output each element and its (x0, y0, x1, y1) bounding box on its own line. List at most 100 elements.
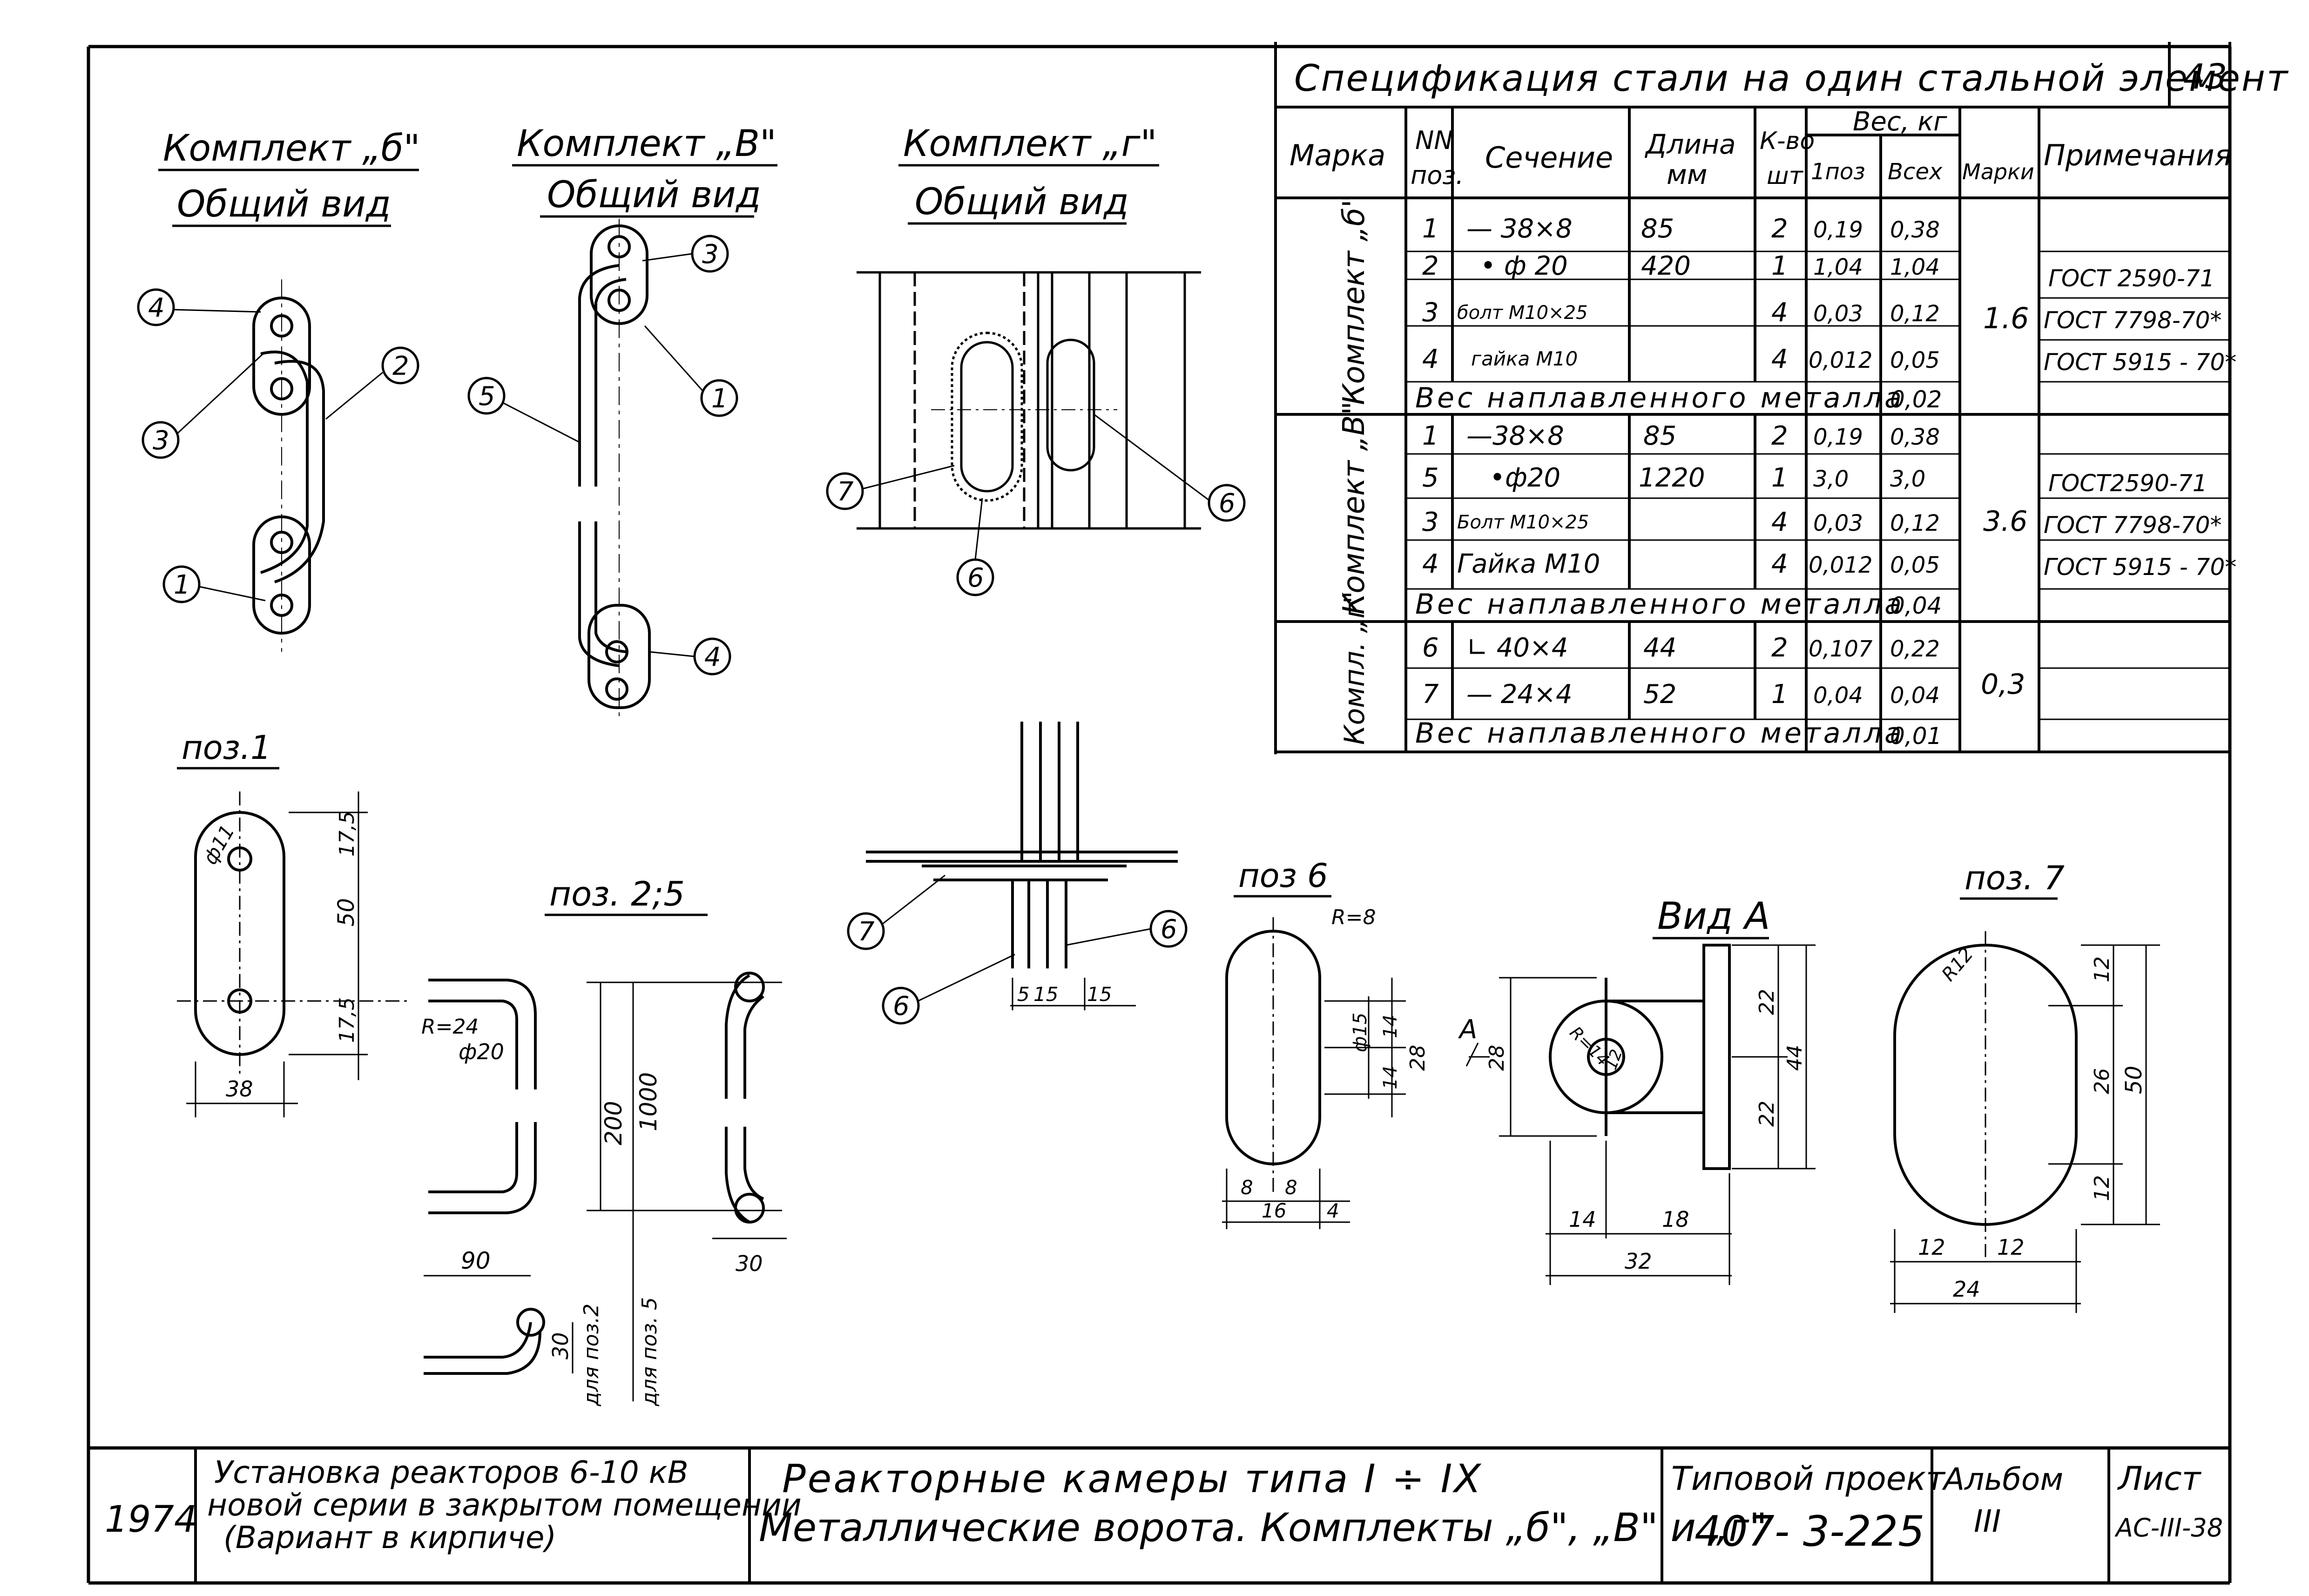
poz6-radius: R=8 (1331, 906, 1376, 929)
cell-length: 420 (1641, 251, 1691, 281)
poz6-w8a: 8 (1241, 1176, 1253, 1199)
cell-section: гайка М10 (1471, 347, 1578, 370)
poz6-h28: 28 (1406, 1045, 1430, 1071)
cell-note: ГОСТ2590-71 (2048, 470, 2208, 497)
cell-wall: 0,12 (1890, 301, 1940, 327)
cell-poz: 1 (1422, 214, 1439, 244)
poz25-drawing (424, 972, 787, 1401)
section-dim-15a: 15 (1033, 983, 1058, 1006)
cell-wall: 0,05 (1890, 347, 1940, 373)
vid-a-w32: 32 (1625, 1249, 1652, 1274)
cell-note: ГОСТ 7798-70* (2044, 512, 2221, 539)
weld-value-v: 0,04 (1890, 592, 1942, 619)
cell-qty: 4 (1771, 507, 1788, 537)
vid-a-h22a: 22 (1755, 989, 1779, 1015)
callout-1-v: 1 (711, 384, 728, 414)
komplekt-b-callouts: 4 2 3 1 (137, 288, 419, 603)
cell-section: — 38×8 (1466, 214, 1573, 244)
poz6-drawing (1222, 917, 1406, 1229)
weld-value-g: 0,01 (1890, 723, 1942, 750)
komplekt-v-subtitle: Общий вид (547, 174, 761, 216)
project-line-1: Установка реакторов 6-10 кВ (214, 1454, 689, 1490)
hdr-sht: шт (1767, 162, 1804, 190)
poz6-w16: 16 (1262, 1199, 1286, 1222)
callout-6: 6 (1219, 488, 1236, 519)
cell-note: ГОСТ 5915 - 70* (2044, 349, 2236, 376)
weld-value-b: 0,02 (1890, 386, 1942, 413)
poz7-title: поз. 7 (1965, 859, 2065, 897)
poz6-w8b: 8 (1285, 1176, 1297, 1199)
poz7-h12a: 12 (2090, 956, 2114, 982)
komplekt-b-title: Комплект „б" (163, 128, 420, 169)
poz1-dim-top: 17,5 (335, 811, 359, 857)
poz7-w12a: 12 (1918, 1235, 1945, 1260)
poz1-dim-bot: 17,5 (335, 997, 359, 1043)
hdr-poz: поз. (1411, 161, 1464, 190)
cell-poz: 3 (1422, 298, 1439, 328)
cell-w1: 1,04 (1813, 254, 1863, 280)
cell-wall: 0,05 (1890, 552, 1940, 578)
komplekt-g-callouts: 7 6 6 (826, 413, 1246, 596)
hdr-ves-1poz: 1поз (1811, 159, 1865, 185)
komplekt-b-drawing (252, 279, 325, 652)
poz6-title: поз 6 (1238, 857, 1328, 895)
vid-a-h22b: 22 (1755, 1101, 1779, 1127)
komplekt-g-subtitle: Общий вид (915, 181, 1129, 223)
cell-wall: 0,22 (1890, 636, 1940, 662)
group-mass-b: 1.6 (1983, 301, 2029, 335)
cell-qty: 2 (1771, 214, 1788, 244)
cell-section: ∟ 40×4 (1466, 633, 1568, 663)
page-number: 43 (2183, 57, 2227, 97)
komplekt-v-title: Комплект „В" (517, 123, 776, 165)
year: 1974 (105, 1499, 197, 1541)
callout-7-s: 7 (858, 917, 875, 947)
vid-a-arrow: А (1458, 1014, 1477, 1045)
poz25-len30b: 30 (736, 1251, 763, 1276)
cell-poz: 2 (1422, 251, 1439, 281)
cell-poz: 6 (1422, 633, 1439, 663)
vid-a-drawing (1465, 944, 1816, 1285)
hdr-nn: NN (1415, 126, 1453, 155)
poz1-title: поз.1 (182, 729, 271, 767)
spec-title: Спецификация стали на один стальной элем… (1294, 58, 2289, 100)
drawing-title-line-1: Реакторные камеры типа I ÷ IX (782, 1456, 1483, 1501)
hdr-ves-marki: Марки (1962, 159, 2034, 184)
callout-6-s2: 6 (893, 991, 910, 1021)
cell-note: ГОСТ 7798-70* (2044, 307, 2221, 334)
cell-section: — 24×4 (1466, 679, 1573, 710)
section-callouts: 7 6 6 (847, 874, 1188, 1025)
cell-section: болт М10×25 (1457, 302, 1588, 324)
cell-poz: 7 (1422, 679, 1439, 710)
cell-wall: 3,0 (1890, 466, 1925, 492)
cell-section: —38×8 (1466, 421, 1564, 451)
cell-qty: 4 (1771, 298, 1788, 328)
vid-a-title: Вид А (1657, 894, 1770, 938)
poz6-dia: ф15 (1350, 1013, 1371, 1052)
poz25-len30a: 30 (548, 1332, 573, 1359)
callout-6-b: 6 (967, 563, 984, 593)
table-row: 4 гайка М10 4 0,012 0,05 ГОСТ 5915 - 70* (1422, 344, 2236, 376)
cell-w1: 0,03 (1813, 301, 1863, 327)
poz25-for-poz2: для поз.2 (580, 1304, 603, 1407)
cell-qty: 2 (1771, 633, 1788, 663)
title-block: 1974 Установка реакторов 6-10 кВ новой с… (105, 1448, 2223, 1583)
poz25-len90: 90 (461, 1247, 491, 1274)
hdr-ves-vseh: Всех (1888, 159, 1943, 185)
poz7-drawing (1890, 931, 2160, 1313)
table-row: 3 Болт М10×25 4 0,03 0,12 ГОСТ 7798-70* (1422, 507, 2221, 539)
cell-poz: 1 (1422, 421, 1439, 451)
poz25-len1000: 1000 (635, 1072, 662, 1131)
weld-label-b: Вес наплавленного металла (1415, 382, 1904, 414)
callout-4: 4 (148, 293, 165, 323)
group-mass-g: 0,3 (1981, 668, 2025, 701)
project-line-3: (Вариант в кирпиче) (223, 1520, 556, 1555)
sheet-value: АС-III-38 (2114, 1513, 2223, 1542)
cell-qty: 1 (1771, 251, 1788, 281)
view-titles: Комплект „б" Общий вид Комплект „В" Общи… (158, 123, 2065, 940)
table-row: 5 •ф20 1220 1 3,0 3,0 ГОСТ2590-71 (1422, 463, 2208, 497)
poz25-radius: R=24 (421, 1015, 479, 1039)
poz7-h12b: 12 (2090, 1175, 2114, 1201)
group-name-v: Комплект „В" (1337, 401, 1371, 615)
cell-length: 44 (1643, 633, 1676, 663)
